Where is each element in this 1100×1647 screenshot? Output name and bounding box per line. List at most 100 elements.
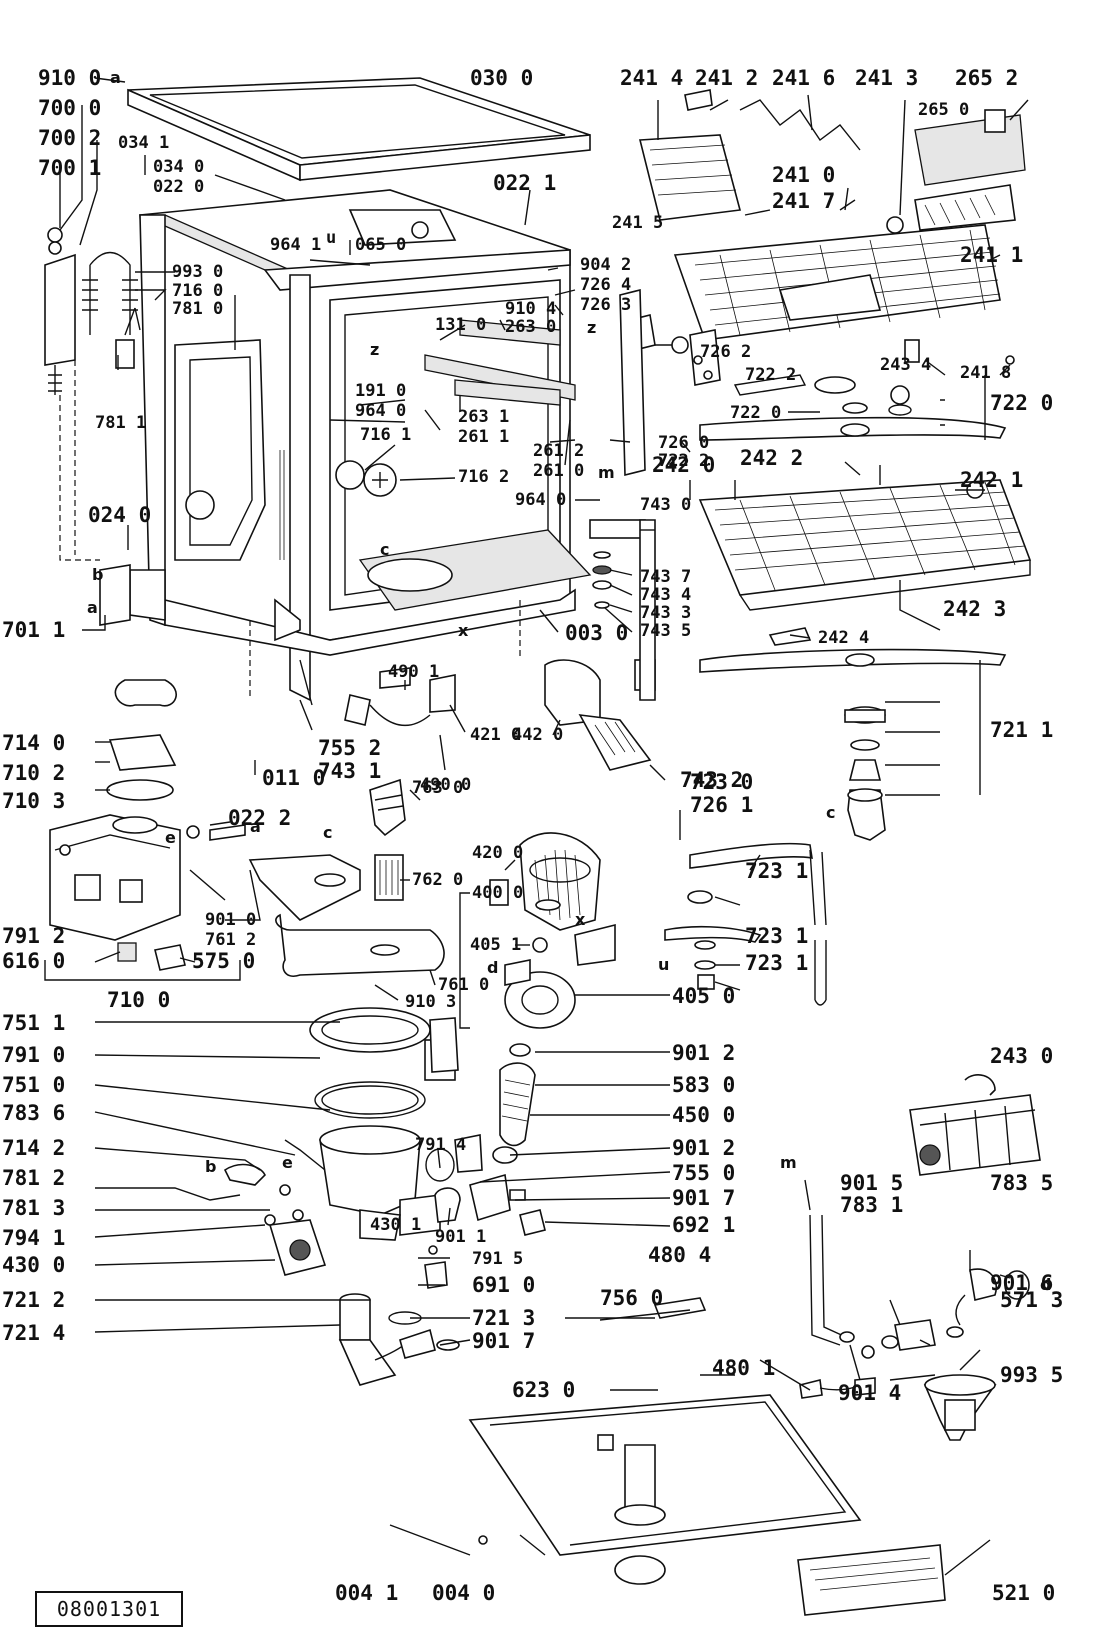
- letter-c-2: c: [323, 823, 332, 842]
- label-743-0: 743 0: [640, 495, 691, 515]
- document-code-box: 08001301: [35, 1591, 183, 1627]
- label-993-5: 993 5: [1000, 1363, 1063, 1387]
- cabinet-frame: [129, 189, 592, 702]
- label-722-0-a: 722 0: [730, 403, 781, 423]
- label-616-0: 616 0: [2, 949, 65, 973]
- label-241-0: 241 0: [772, 163, 835, 187]
- label-263-0: 263 0: [505, 317, 556, 337]
- label-901-6: 901 6: [990, 1271, 1053, 1295]
- label-265-2: 265 2: [955, 66, 1018, 90]
- label-241-4: 241 4: [620, 66, 683, 90]
- label-575-0: 575 0: [192, 949, 255, 973]
- label-723-1-c: 723 1: [745, 951, 808, 975]
- label-901-0: 901 0: [205, 910, 256, 930]
- label-901-4: 901 4: [838, 1381, 901, 1405]
- label-901-2-a: 901 2: [672, 1041, 735, 1065]
- spray-arm-pipe: [664, 842, 827, 1006]
- label-726-4: 726 4: [580, 275, 631, 295]
- label-714-0: 714 0: [2, 731, 65, 755]
- top-panel: [127, 77, 591, 182]
- label-241-7: 241 7: [772, 189, 835, 213]
- label-692-1: 692 1: [672, 1213, 735, 1237]
- label-783-1: 783 1: [840, 1193, 903, 1217]
- label-783-6: 783 6: [2, 1101, 65, 1125]
- label-751-1-a: 751 1: [2, 1011, 65, 1035]
- letter-c-3: c: [826, 803, 835, 822]
- label-003-0: 003 0: [565, 621, 628, 645]
- leader-lines: [44, 77, 1029, 1576]
- label-030-0: 030 0: [470, 66, 533, 90]
- label-716-2: 716 2: [458, 467, 509, 487]
- letter-m-1: m: [598, 463, 615, 482]
- label-721-3: 721 3: [472, 1306, 535, 1330]
- label-901-5: 901 5: [840, 1171, 903, 1195]
- letter-z-1: z: [370, 340, 379, 359]
- label-781-3: 781 3: [2, 1196, 65, 1220]
- label-242-2: 242 2: [740, 446, 803, 470]
- label-964-0-b: 964 0: [515, 490, 566, 510]
- label-722-2-a: 722 2: [658, 451, 709, 471]
- label-901-2-b: 901 2: [672, 1136, 735, 1160]
- softener-parts: [589, 519, 656, 701]
- label-755-0: 755 0: [672, 1161, 735, 1185]
- label-191-0: 191 0: [355, 381, 406, 401]
- label-726-3: 726 3: [580, 295, 631, 315]
- label-421-0: 421 0: [470, 725, 521, 745]
- label-243-4: 243 4: [880, 355, 931, 375]
- label-993-0: 993 0: [172, 262, 223, 282]
- label-263-1: 263 1: [458, 407, 509, 427]
- label-004-0: 004 0: [432, 1581, 495, 1605]
- label-710-3: 710 3: [2, 789, 65, 813]
- label-721-1: 721 1: [990, 718, 1053, 742]
- label-751-0: 751 0: [2, 1073, 65, 1097]
- label-964-0-a: 964 0: [355, 401, 406, 421]
- label-743-5: 743 5: [640, 621, 691, 641]
- label-762-0: 762 0: [412, 870, 463, 890]
- label-490-0: 490 0: [420, 775, 471, 795]
- label-024-0: 024 0: [88, 503, 151, 527]
- part-number-labels: 910 0 700 0 700 2 700 1 034 1 034 0 022 …: [2, 66, 1063, 1605]
- label-480-4: 480 4: [648, 1243, 711, 1267]
- label-420-0: 420 0: [472, 843, 523, 863]
- label-242-4: 242 4: [818, 628, 869, 648]
- label-743-3: 743 3: [640, 603, 691, 623]
- label-723-1-b: 723 1: [745, 924, 808, 948]
- letter-b-1: b: [92, 565, 103, 584]
- label-701-1: 701 1: [2, 618, 65, 642]
- label-794-1: 794 1: [2, 1226, 65, 1250]
- label-721-4: 721 4: [2, 1321, 65, 1345]
- label-265-0: 265 0: [918, 100, 969, 120]
- label-910-4: 910 4: [505, 299, 556, 319]
- label-763-0: 763 0: [412, 778, 463, 798]
- label-904-2: 904 2: [580, 255, 631, 275]
- label-242-3: 242 3: [943, 597, 1006, 621]
- letter-e-2: e: [282, 1153, 293, 1172]
- label-241-1: 241 1: [960, 243, 1023, 267]
- label-756-0: 756 0: [600, 1286, 663, 1310]
- label-490-1: 490 1: [388, 662, 439, 682]
- label-901-7-a: 901 7: [672, 1186, 735, 1210]
- label-710-0: 710 0: [107, 988, 170, 1012]
- label-022-1: 022 1: [493, 171, 556, 195]
- label-405-0: 405 0: [672, 984, 735, 1008]
- sump-assembly: [223, 1007, 459, 1386]
- letter-a-2: a: [250, 817, 261, 836]
- label-714-2: 714 2: [2, 1136, 65, 1160]
- letter-a-1: a: [87, 598, 98, 617]
- label-791-5: 791 5: [472, 1249, 523, 1269]
- label-700-1: 700 1: [38, 156, 101, 180]
- label-261-2: 261 2: [533, 441, 584, 461]
- letter-d-2: d: [1040, 1275, 1051, 1294]
- label-743-4: 743 4: [640, 585, 691, 605]
- label-623-0: 623 0: [512, 1378, 575, 1402]
- label-241-5: 241 5: [612, 213, 663, 233]
- label-450-0: 450 0: [672, 1103, 735, 1127]
- label-480-1: 480 1: [712, 1356, 775, 1380]
- label-755-2: 755 2: [318, 736, 381, 760]
- letter-u-1: u: [658, 955, 669, 974]
- label-571-3: 571 3: [1000, 1288, 1063, 1312]
- label-442-0: 442 0: [512, 725, 563, 745]
- label-783-5: 783 5: [990, 1171, 1053, 1195]
- label-781-2: 781 2: [2, 1166, 65, 1190]
